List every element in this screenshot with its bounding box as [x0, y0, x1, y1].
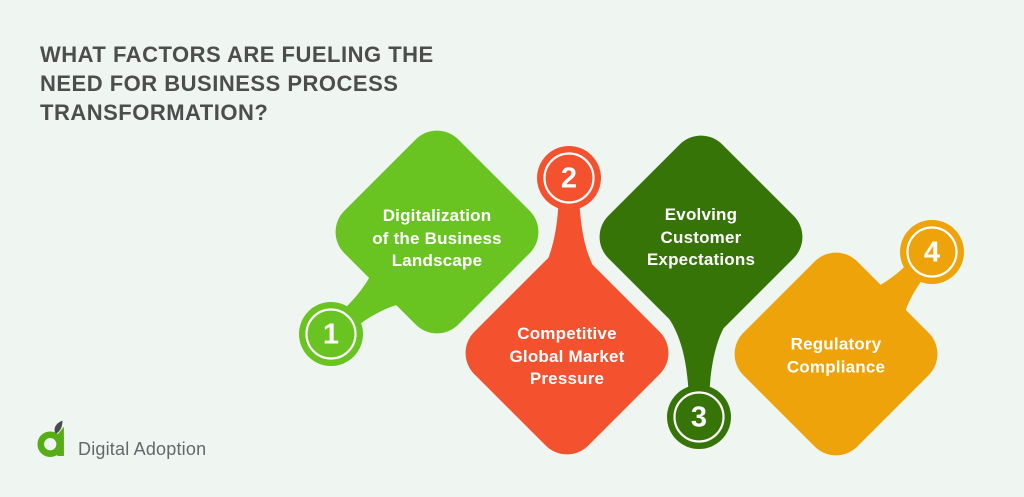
factor-2-shape	[465, 146, 669, 455]
factor-1-shape	[299, 130, 539, 366]
factor-3-number: 3	[690, 401, 708, 434]
factor-2-number-ring	[543, 152, 595, 204]
factor-1-diamond	[335, 130, 539, 334]
factor-4-diamond	[734, 252, 938, 456]
factor-1-number-circle	[299, 302, 363, 366]
factor-1-number-ring	[305, 308, 357, 360]
digital-adoption-leaf-logo-icon	[37, 420, 64, 457]
logo-stem	[57, 426, 64, 456]
digital-adoption-logo: Digital Adoption	[37, 420, 206, 460]
factor-4-number-circle	[900, 220, 964, 284]
factor-4-number-ring	[906, 226, 958, 278]
factor-3-diamond	[599, 135, 803, 339]
factor-1-number: 1	[322, 318, 340, 351]
factor-2-diamond	[465, 251, 669, 455]
factor-1-label: Digitalization of the Business Landscape	[372, 206, 502, 271]
factor-3-shape	[599, 135, 803, 449]
logo-text: Digital Adoption	[78, 439, 207, 459]
factor-2-number: 2	[560, 162, 578, 195]
factor-3-stem	[665, 313, 733, 411]
factor-3-number-ring	[673, 391, 725, 443]
page-title: WHAT FACTORS ARE FUELING THE NEED FOR BU…	[40, 42, 434, 125]
factor-2-number-circle	[537, 146, 601, 210]
factor-4-shape	[734, 220, 964, 456]
factor-4-number: 4	[923, 236, 941, 269]
factor-3-number-circle	[667, 385, 731, 449]
logo-leaf	[54, 420, 63, 434]
logo-bowl-ring	[37, 431, 63, 457]
factor-3-label: Evolving Customer Expectations	[646, 205, 756, 270]
factor-2-label: Competitive Global Market Pressure	[509, 324, 625, 389]
factor-4-label: Regulatory Compliance	[786, 334, 886, 376]
